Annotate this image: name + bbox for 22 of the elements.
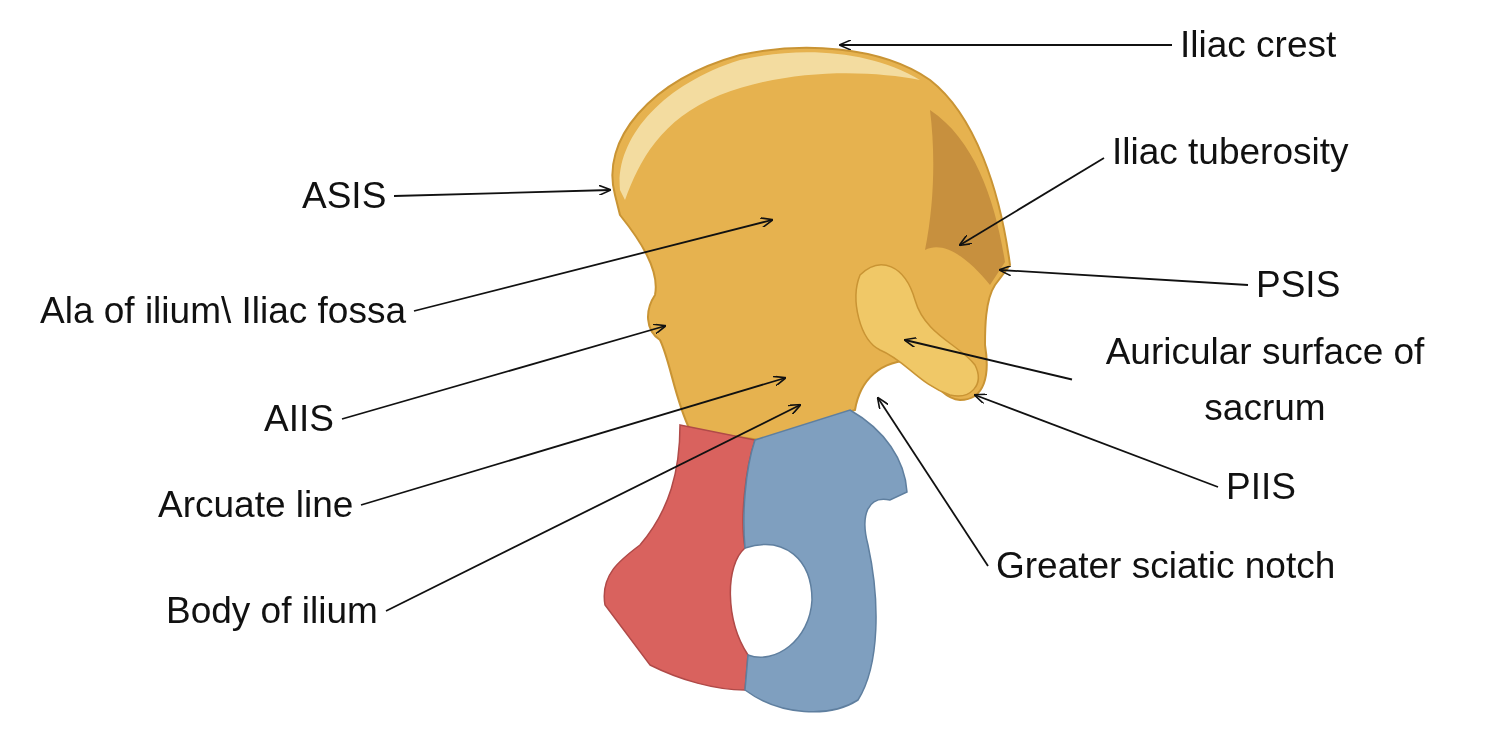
part-label: Arcuate line	[158, 477, 354, 533]
part-label: AIIS	[264, 391, 334, 447]
part-label: Auricular surface of sacrum	[1080, 324, 1450, 435]
part-label: Ala of ilium\ Iliac fossa	[40, 283, 407, 339]
leader-line	[838, 39, 1173, 51]
leader-line	[998, 264, 1249, 286]
part-label: ASIS	[302, 168, 387, 224]
leader-line	[973, 393, 1219, 488]
leader-line	[360, 375, 787, 506]
leader-line	[876, 396, 989, 567]
leader-line	[903, 336, 1073, 381]
leader-line	[385, 403, 802, 612]
part-label: Iliac tuberosity	[1112, 124, 1349, 180]
part-label: Iliac crest	[1180, 17, 1337, 73]
leader-line	[393, 184, 612, 197]
part-label: Body of ilium	[166, 583, 378, 639]
part-label: PSIS	[1256, 257, 1341, 313]
leader-line	[341, 323, 667, 420]
leader-line	[958, 157, 1105, 247]
part-label: PIIS	[1226, 459, 1296, 515]
part-label: Greater sciatic notch	[996, 538, 1336, 594]
leader-line	[413, 217, 774, 312]
